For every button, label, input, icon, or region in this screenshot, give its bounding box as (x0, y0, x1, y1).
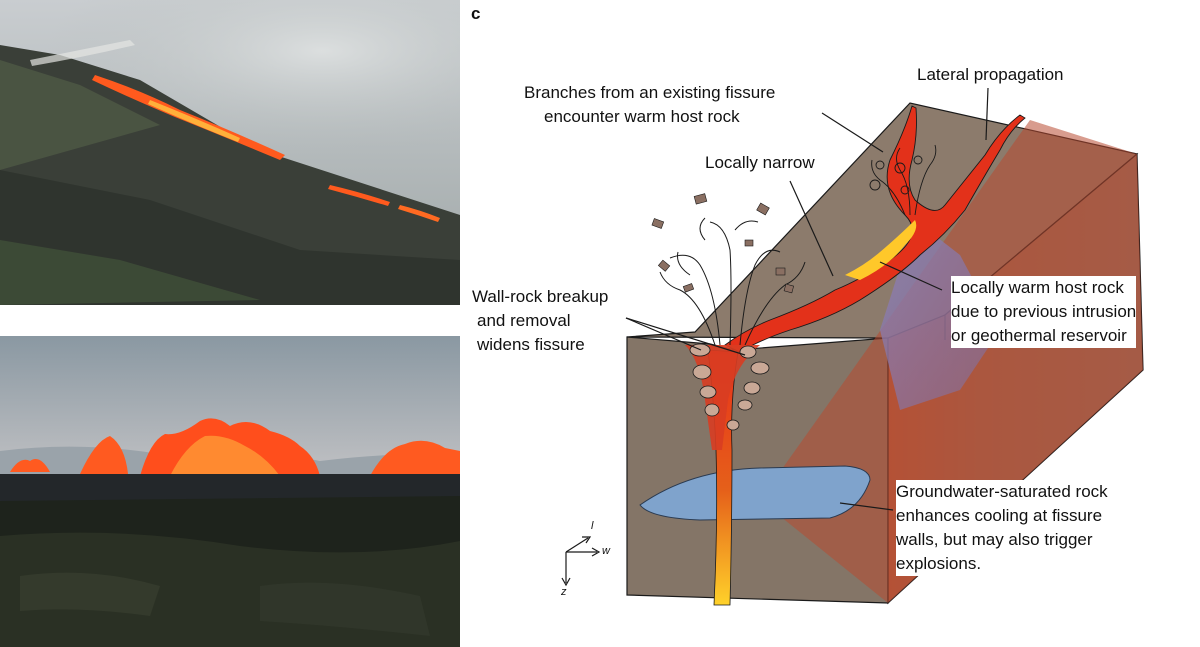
axis-z-label: z (561, 587, 567, 598)
label-wall-rock-breakup: Wall-rock breakup and removal widens fis… (472, 285, 608, 357)
label-locally-warm-host-rock: Locally warm host rock due to previous i… (951, 276, 1136, 348)
label-locally-narrow: Locally narrow (705, 152, 815, 174)
fissure-block-diagram: Branches from an existing fissure encoun… (470, 0, 1200, 647)
photo-b-fissure-fountains (0, 336, 460, 647)
label-groundwater-saturated: Groundwater-saturated rock enhances cool… (896, 480, 1108, 576)
label-lateral-propagation: Lateral propagation (917, 64, 1064, 86)
axis-l-label: l (591, 521, 593, 532)
axis-w-label: w (602, 546, 610, 557)
label-branches: Branches from an existing fissure encoun… (524, 81, 775, 129)
photo-a-fissure-lava-flow (0, 0, 460, 305)
